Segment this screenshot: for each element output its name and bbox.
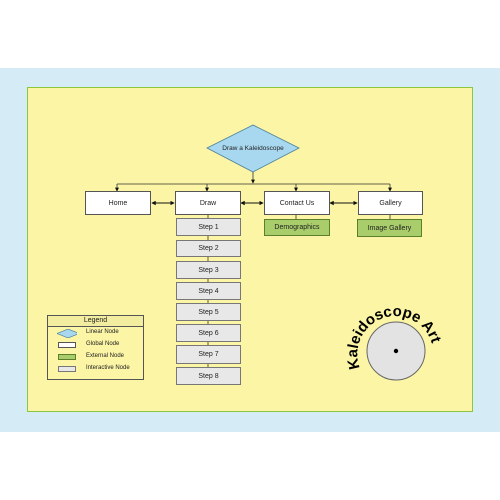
node-label: Image Gallery bbox=[367, 224, 412, 232]
step-node[interactable]: Step 3 bbox=[176, 261, 241, 279]
step-node[interactable]: Step 1 bbox=[176, 218, 241, 236]
legend-label: Interactive Node bbox=[86, 365, 130, 371]
global-swatch bbox=[58, 342, 76, 348]
legend-label: External Node bbox=[86, 353, 125, 359]
external-swatch bbox=[58, 354, 76, 360]
step-node[interactable]: Step 6 bbox=[176, 324, 241, 342]
node-label: Gallery bbox=[379, 199, 402, 207]
step-node[interactable]: Step 7 bbox=[176, 345, 241, 364]
legend-item-global: Global Node bbox=[48, 340, 143, 350]
step-node[interactable]: Step 4 bbox=[176, 282, 241, 300]
global-node-gallery[interactable]: Gallery bbox=[358, 191, 423, 215]
node-label: Step 6 bbox=[198, 329, 219, 337]
legend-title: Legend bbox=[48, 316, 143, 327]
node-label: Contact Us bbox=[279, 199, 315, 207]
step-node[interactable]: Step 8 bbox=[176, 367, 241, 385]
external-node-demographics[interactable]: Demographics bbox=[264, 219, 330, 236]
node-label: Step 1 bbox=[198, 223, 219, 231]
global-node-contact[interactable]: Contact Us bbox=[264, 191, 330, 215]
node-label: Step 8 bbox=[198, 372, 219, 380]
step-node[interactable]: Step 2 bbox=[176, 240, 241, 257]
node-label: Home bbox=[108, 199, 128, 207]
node-label: Draw bbox=[199, 199, 217, 207]
node-label: Step 7 bbox=[198, 351, 219, 358]
diamond-icon bbox=[57, 329, 77, 338]
global-node-draw[interactable]: Draw bbox=[175, 191, 241, 215]
root-node-label: Draw a Kaleidoscope bbox=[222, 144, 284, 152]
global-node-home[interactable]: Home bbox=[85, 191, 151, 215]
node-label: Demographics bbox=[274, 224, 320, 231]
interactive-swatch bbox=[58, 366, 76, 372]
legend-label: Global Node bbox=[86, 341, 120, 347]
legend-item-linear: Linear Node bbox=[48, 328, 143, 338]
node-label: Step 4 bbox=[198, 287, 219, 295]
external-node-image-gallery[interactable]: Image Gallery bbox=[357, 219, 422, 237]
step-node[interactable]: Step 5 bbox=[176, 303, 241, 321]
kaleidoscope-art-logo: Kaleidoscope Art bbox=[346, 303, 444, 381]
node-label: Step 2 bbox=[198, 245, 219, 252]
legend: Legend Linear Node Global Node External … bbox=[47, 315, 144, 380]
legend-item-interactive: Interactive Node bbox=[48, 364, 143, 374]
legend-item-external: External Node bbox=[48, 352, 143, 362]
node-label: Step 5 bbox=[198, 308, 219, 316]
legend-label: Linear Node bbox=[86, 329, 119, 335]
node-label: Step 3 bbox=[198, 266, 219, 274]
